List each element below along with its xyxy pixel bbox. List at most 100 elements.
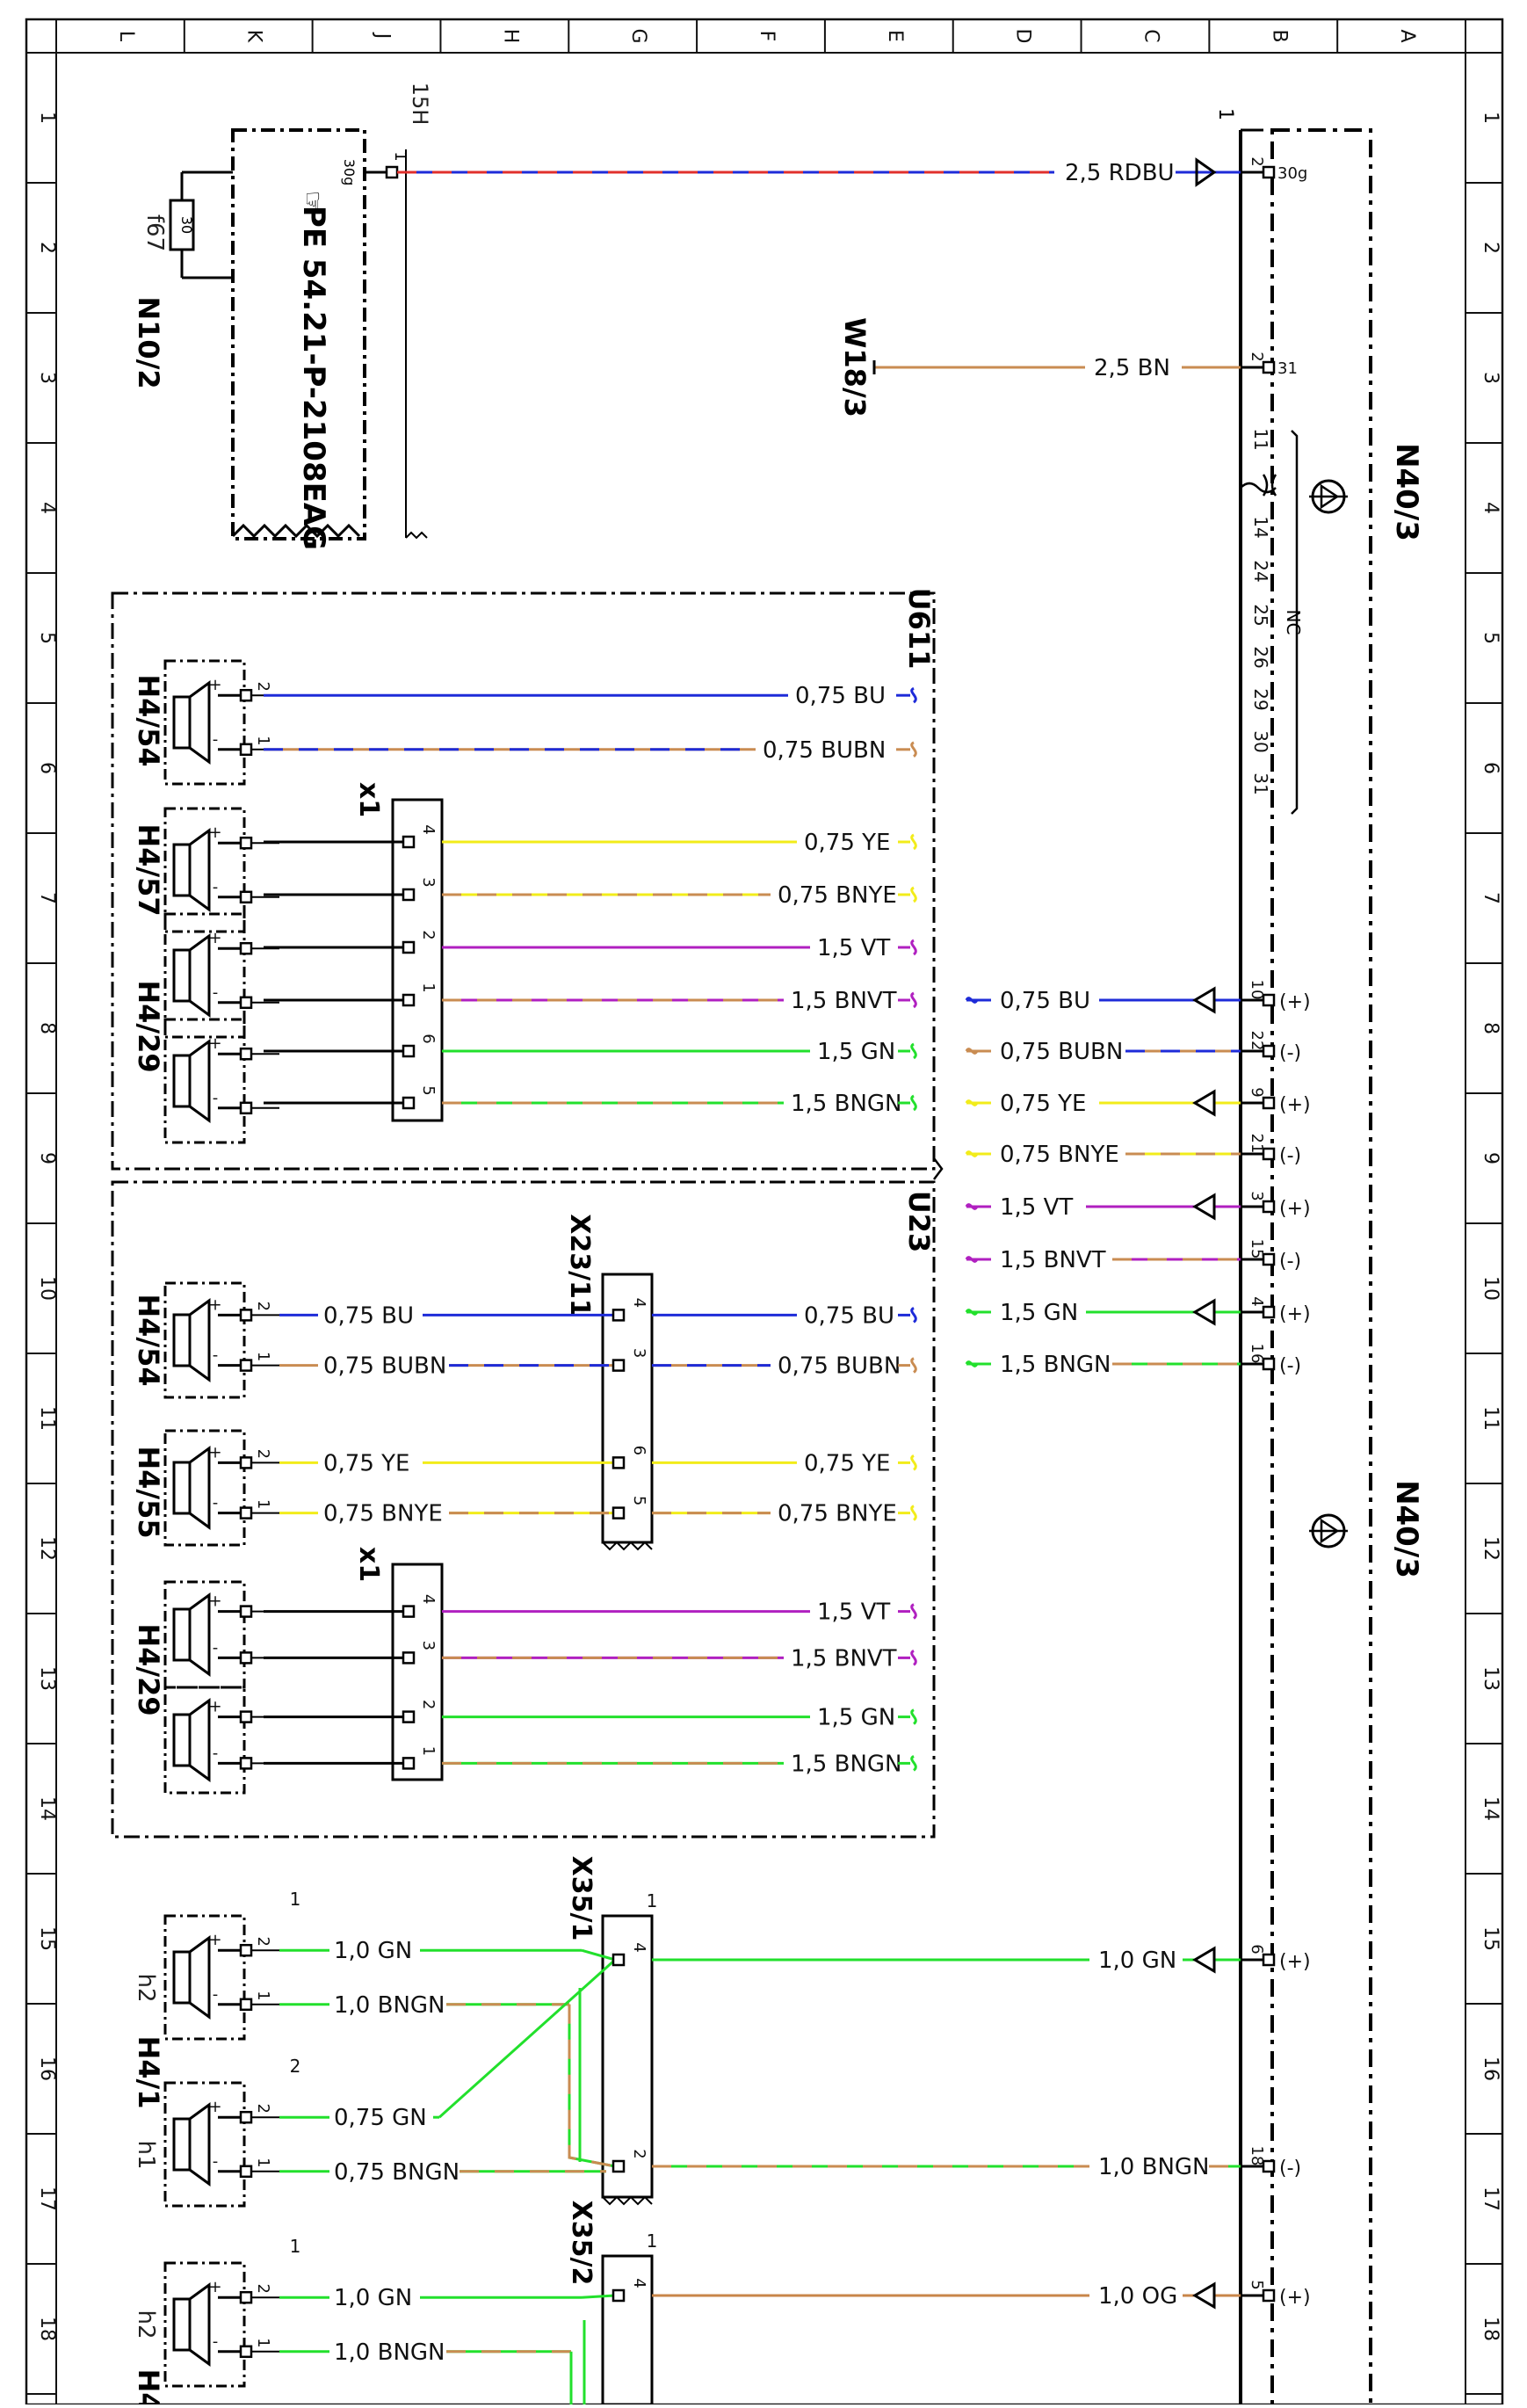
speaker-h4-label: H4 bbox=[132, 2368, 165, 2404]
pin-terminal bbox=[1262, 1096, 1276, 1110]
speaker-plus-sign: + bbox=[208, 676, 221, 694]
connector-x1-bottom: x1 bbox=[353, 1547, 444, 1781]
fuse-f67: 30 bbox=[169, 170, 233, 279]
wire-label: 1,0 BNGN bbox=[1098, 2154, 1210, 2180]
wire-label: 0,75 YE bbox=[804, 1450, 890, 1476]
wire-label: 0,75 BNYE bbox=[778, 1501, 897, 1527]
row-label: 5 bbox=[36, 632, 58, 644]
nc-label: NC bbox=[1283, 610, 1304, 635]
speaker-housing bbox=[163, 1429, 246, 1547]
speaker-minus-sign: - bbox=[213, 1744, 219, 1762]
speaker-housing bbox=[163, 807, 246, 933]
connector-tag: 1 bbox=[647, 1890, 658, 1911]
speaker-symbol bbox=[172, 2103, 211, 2186]
speaker-pin: 1 bbox=[254, 1991, 272, 2000]
connector-pin: 3 bbox=[419, 877, 438, 887]
speaker-minus-sign: - bbox=[213, 1346, 219, 1365]
pin-number: 21 bbox=[1248, 1134, 1266, 1154]
column-label: C bbox=[1140, 29, 1162, 42]
control-unit-pin-1: 1 bbox=[1214, 108, 1236, 120]
connector-x35-2-label: X35/2 bbox=[566, 2201, 597, 2286]
fuse-label: f67 bbox=[141, 214, 168, 251]
wire-label: 0,75 BNGN bbox=[334, 2159, 460, 2186]
row-label: 10 bbox=[36, 1276, 58, 1301]
wire bbox=[438, 1958, 617, 2119]
row-label: 11 bbox=[1480, 1406, 1502, 1431]
speaker-h4-29-label: H4/29 bbox=[132, 980, 165, 1072]
pin-number: 16 bbox=[1248, 1344, 1266, 1364]
speaker-icon: +-21 bbox=[163, 2081, 279, 2208]
speaker-plus-sign: + bbox=[208, 1931, 221, 1949]
wire-break-symbol bbox=[910, 1307, 917, 1324]
pin-terminal bbox=[1262, 1200, 1276, 1214]
wire-label-main-power: 2,5 RDBU bbox=[1065, 160, 1175, 186]
speaker-symbol bbox=[172, 829, 211, 911]
row-label: 15 bbox=[1480, 1926, 1502, 1951]
row-label: 11 bbox=[36, 1406, 58, 1431]
speaker-plus-sign: + bbox=[208, 2278, 221, 2296]
connector-pin: 2 bbox=[419, 930, 438, 939]
pin-number: 5 bbox=[1248, 2280, 1266, 2289]
row-label: 8 bbox=[1480, 1022, 1502, 1034]
row-label: 15 bbox=[36, 1926, 58, 1951]
nc-pin-number: 29 bbox=[1250, 688, 1271, 710]
pin-terminal bbox=[1262, 165, 1276, 179]
connector-pin: 2 bbox=[630, 2149, 648, 2158]
speaker-icon: +-21 bbox=[163, 659, 279, 786]
wire-label: 1,0 OG bbox=[1098, 2283, 1177, 2310]
row-label: 2 bbox=[36, 242, 58, 254]
pin-number: 2 bbox=[1248, 156, 1266, 166]
wire-label: 1,5 BNGN bbox=[1000, 1352, 1111, 1378]
pin-polarity: (+) bbox=[1279, 1198, 1311, 1220]
pin-terminal bbox=[1262, 1147, 1276, 1161]
pin-terminal-label: 30g bbox=[1277, 164, 1307, 183]
wire-label: 1,5 BNVT bbox=[1000, 1247, 1106, 1273]
arrow-icon bbox=[1192, 1298, 1216, 1326]
row-label: 17 bbox=[36, 2187, 58, 2211]
tweeter-h2-label: h2 bbox=[133, 1973, 159, 2002]
wire bbox=[581, 1948, 616, 1962]
pin-polarity: (-) bbox=[1279, 2158, 1301, 2180]
module-u611: U611 bbox=[111, 588, 944, 1180]
page-tag: 15H bbox=[408, 83, 432, 126]
wire-label: 1,5 BNVT bbox=[791, 988, 897, 1014]
connector-x1-top-label: x1 bbox=[353, 782, 384, 817]
speaker-icon: +- bbox=[163, 1018, 279, 1144]
control-unit-n40-3: 1 N40/3 N40/3 NC 230g2311114242526293031… bbox=[1214, 108, 1424, 2408]
speaker-icon: +- bbox=[163, 1580, 279, 1689]
connector-terminal bbox=[402, 888, 416, 902]
fuse-terminal: 30g bbox=[341, 159, 358, 186]
pin-number: 6 bbox=[1248, 1944, 1266, 1954]
connector-terminal bbox=[612, 2159, 626, 2173]
connector-pin: 2 bbox=[419, 1700, 438, 1709]
pin-number: 10 bbox=[1248, 980, 1266, 1000]
wire-break-symbol bbox=[910, 1708, 917, 1725]
speaker-h4-55-label: H4/55 bbox=[132, 1446, 165, 1538]
wire bbox=[581, 2294, 616, 2299]
row-label: 12 bbox=[1480, 1536, 1502, 1561]
speaker-housing bbox=[163, 659, 246, 786]
speaker-plus-sign: + bbox=[208, 1443, 221, 1461]
wire-label-main-ground: 2,5 BN bbox=[1094, 355, 1170, 381]
fuse-value: 30 bbox=[178, 216, 195, 234]
speaker-terminal bbox=[239, 836, 253, 850]
speaker-terminal bbox=[239, 1651, 253, 1665]
row-label: 16 bbox=[1480, 2056, 1502, 2081]
wire-label: 0,75 YE bbox=[323, 1450, 409, 1476]
speaker-icon: +-21 bbox=[163, 1281, 279, 1399]
connector-terminal bbox=[402, 1044, 416, 1058]
speaker-tag: 1 bbox=[290, 2236, 301, 2257]
row-label: 1 bbox=[1480, 112, 1502, 124]
nc-bracket: NC bbox=[1240, 430, 1304, 815]
connector-pin: 3 bbox=[419, 1641, 438, 1650]
wire-label: 1,5 BNGN bbox=[791, 1751, 902, 1777]
speaker-pin: 2 bbox=[254, 2283, 272, 2293]
pin-number: 9 bbox=[1248, 1087, 1266, 1097]
pin-polarity: (+) bbox=[1279, 1303, 1311, 1325]
speaker-minus-sign: - bbox=[213, 1985, 219, 2004]
pin-terminal bbox=[1262, 360, 1276, 374]
pin-number: 3 bbox=[1248, 1191, 1266, 1200]
pin-terminal bbox=[1262, 1357, 1276, 1371]
hand-pointer-icon: ☞ bbox=[297, 191, 328, 214]
